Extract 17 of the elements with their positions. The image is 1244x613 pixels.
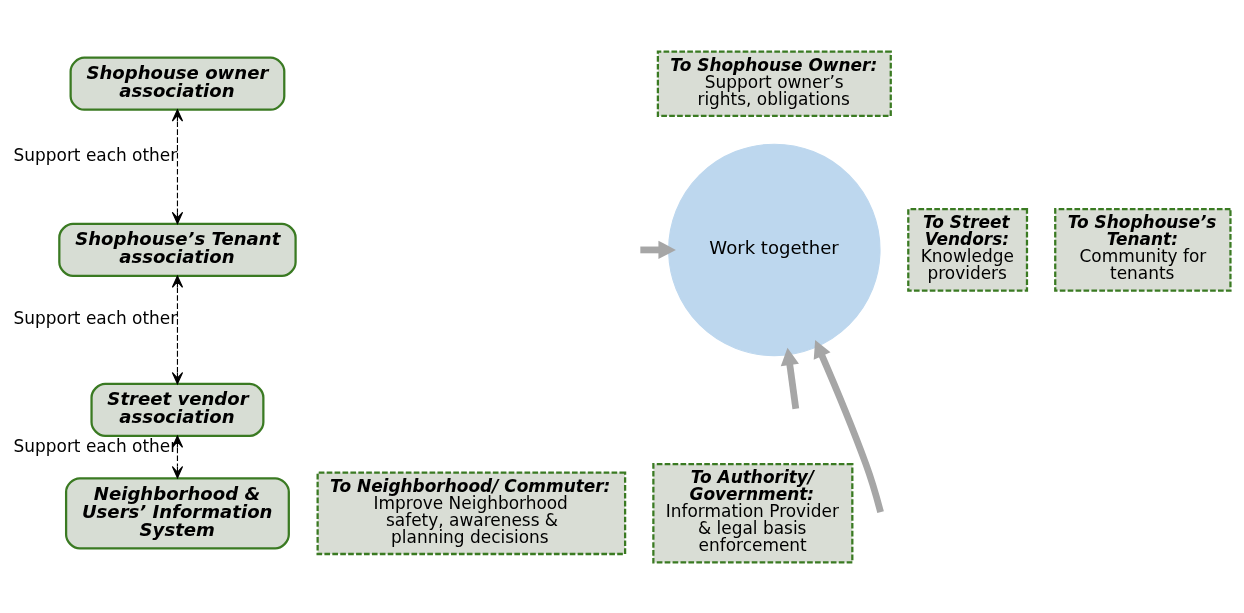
arrow — [171, 108, 184, 224]
node-box: Neighborhood & Users’ Information System — [65, 476, 290, 549]
node-box: To Shophouse’s Tenant: Community for tenants — [1054, 207, 1232, 292]
edge-label: Support each other — [13, 144, 178, 165]
node-box: Street vendor association — [90, 382, 265, 437]
node-box: To Neighborhood/ Commuter: Improve Neighborhood safety, awareness & planning decisions — [316, 471, 627, 555]
node-box: To Authority/ Government: Information Provider & legal basis enforcement — [652, 462, 854, 564]
arrow — [813, 339, 884, 513]
node-circle: Work together — [668, 143, 881, 356]
node-box: To Street Vendors: Knowledge providers — [907, 207, 1029, 292]
node-box: To Shophouse Owner: Support owner’s rights, obligations — [656, 49, 892, 117]
edge-label: Support each other — [13, 307, 178, 328]
arrow — [171, 274, 184, 384]
arrow — [780, 347, 800, 409]
edge-label: Support each other — [13, 435, 178, 456]
node-box: Shophouse owner association — [69, 56, 286, 111]
node-box: Shophouse’s Tenant association — [58, 222, 297, 277]
